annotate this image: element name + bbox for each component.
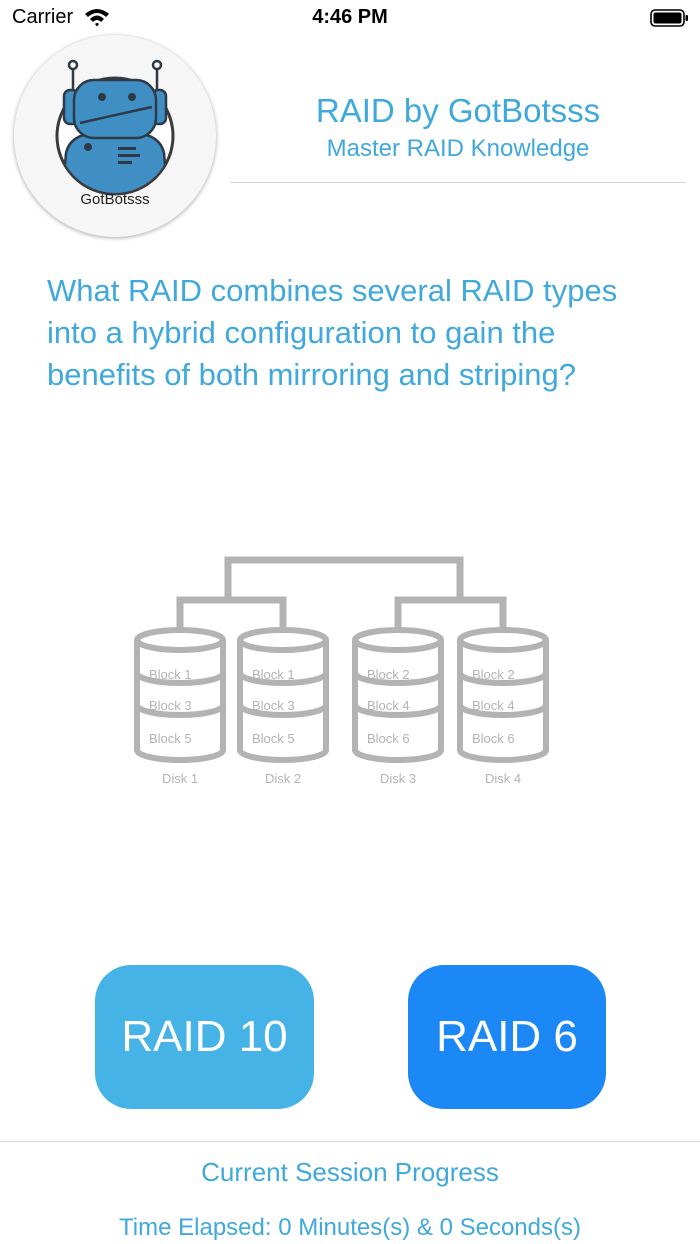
disk-4: Block 2 Block 4 Block 6 Disk 4 — [457, 627, 549, 786]
block-label: Block 3 — [149, 698, 192, 713]
disk-3: Block 2 Block 4 Block 6 Disk 3 — [352, 627, 444, 786]
disk-1: Block 1 Block 3 Block 5 Disk 1 — [134, 627, 226, 786]
time-elapsed-label: Time Elapsed: 0 Minutes(s) & 0 Seconds(s… — [119, 1214, 581, 1241]
status-time: 4:46 PM — [312, 6, 388, 28]
block-label: Block 5 — [252, 731, 295, 746]
app-subtitle: Master RAID Knowledge — [326, 135, 590, 162]
header-divider — [230, 182, 686, 183]
answer-raid-10-button[interactable]: RAID 10 — [95, 965, 314, 1109]
block-label: Block 2 — [472, 667, 515, 682]
question-text: What RAID combines several RAID types in… — [47, 273, 618, 392]
disk-label: Disk 1 — [162, 771, 198, 786]
logo-text: GotBotsss — [80, 191, 150, 208]
block-label: Block 4 — [367, 698, 410, 713]
footer-divider — [0, 1141, 700, 1142]
disk-2: Block 1 Block 3 Block 5 Disk 2 — [237, 627, 329, 786]
block-label: Block 1 — [252, 667, 295, 682]
answer-raid-6-button[interactable]: RAID 6 — [408, 965, 606, 1109]
block-label: Block 6 — [367, 731, 410, 746]
battery-icon — [650, 8, 690, 33]
disk-label: Disk 4 — [485, 771, 521, 786]
block-label: Block 5 — [149, 731, 192, 746]
robot-icon — [55, 59, 175, 196]
block-label: Block 6 — [472, 731, 515, 746]
app-title: RAID by GotBotsss — [315, 92, 601, 129]
app-logo: GotBotsss — [14, 35, 216, 237]
carrier-label: Carrier — [12, 6, 74, 28]
disk-label: Disk 3 — [380, 771, 416, 786]
block-label: Block 3 — [252, 698, 295, 713]
block-label: Block 1 — [149, 667, 192, 682]
wifi-icon — [84, 7, 110, 32]
status-bar: Carrier 4:46 PM — [0, 0, 700, 36]
block-label: Block 2 — [367, 667, 410, 682]
block-label: Block 4 — [472, 698, 515, 713]
session-progress-label: Current Session Progress — [201, 1157, 499, 1187]
disk-label: Disk 2 — [265, 771, 301, 786]
